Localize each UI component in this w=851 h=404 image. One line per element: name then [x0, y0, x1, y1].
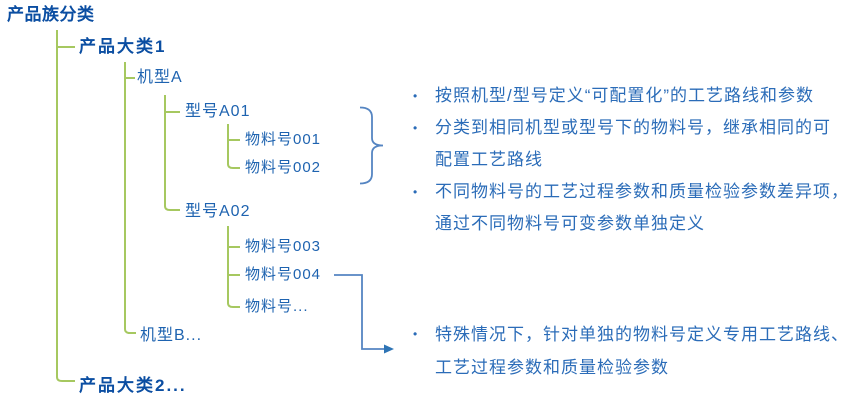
tree-node-category-2: 产品大类2...: [79, 376, 187, 395]
bullet-icon: •: [413, 327, 419, 341]
note-text: 特殊情况下，针对单独的物料号定义专用工艺路线、 工艺过程参数和质量检验参数: [435, 325, 849, 377]
list-item: • 不同物料号的工艺过程参数和质量检验参数差异项， 通过不同物料号可变参数单独定…: [406, 176, 850, 240]
tree-node-material-004: 物料号004: [245, 266, 322, 283]
arrowhead-icon: [384, 344, 394, 354]
note-text: 分类到相同机型或型号下的物料号，继承相同的可 配置工艺路线: [435, 118, 831, 169]
grouping-brace-icon: [359, 106, 384, 185]
tree-node-material-etc: 物料号...: [245, 298, 309, 315]
tree-node-material-001: 物料号001: [245, 131, 322, 148]
tree-lines: [56, 30, 240, 382]
tree-node-machine-b: 机型B...: [140, 327, 203, 344]
tree-node-material-003: 物料号003: [245, 238, 322, 255]
list-item: • 按照机型/型号定义“可配置化”的工艺路线和参数: [406, 80, 850, 112]
tree-node-model-a02: 型号A02: [185, 203, 251, 220]
bullet-icon: •: [413, 89, 419, 103]
tree-node-category-1: 产品大类1: [79, 37, 167, 56]
material-004-arrow-connector: [334, 274, 394, 354]
list-item: • 特殊情况下，针对单独的物料号定义专用工艺路线、 工艺过程参数和质量检验参数: [406, 318, 850, 384]
tree-node-material-002: 物料号002: [245, 159, 322, 176]
tree-node-root: 产品族分类: [7, 5, 95, 24]
tree-node-machine-a: 机型A: [137, 69, 183, 86]
notes-group-configurable-routing: • 按照机型/型号定义“可配置化”的工艺路线和参数 • 分类到相同机型或型号下的…: [406, 80, 850, 240]
bullet-icon: •: [413, 121, 419, 135]
tree-node-model-a01: 型号A01: [185, 103, 251, 120]
note-text: 不同物料号的工艺过程参数和质量检验参数差异项， 通过不同物料号可变参数单独定义: [435, 182, 849, 233]
list-item: • 分类到相同机型或型号下的物料号，继承相同的可 配置工艺路线: [406, 112, 850, 176]
notes-group-special-case: • 特殊情况下，针对单独的物料号定义专用工艺路线、 工艺过程参数和质量检验参数: [406, 318, 850, 384]
note-text: 按照机型/型号定义“可配置化”的工艺路线和参数: [435, 86, 815, 105]
bullet-icon: •: [413, 185, 419, 199]
